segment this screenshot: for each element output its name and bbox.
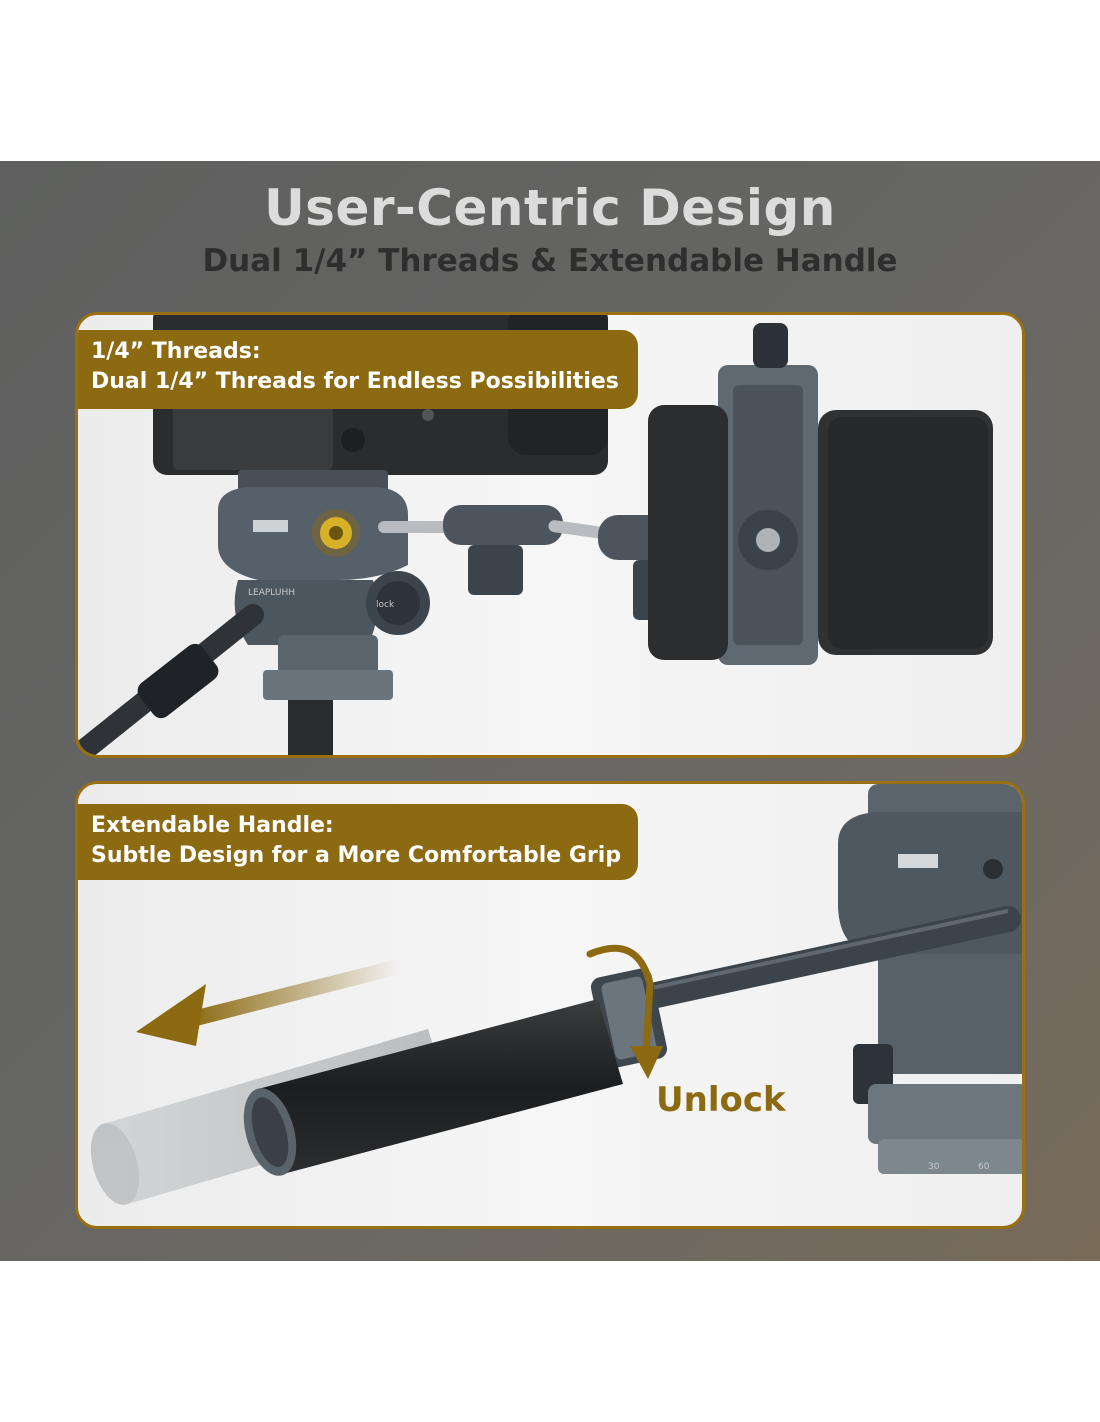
handle-illustration: 30 60	[90, 784, 1022, 1205]
unlock-label: Unlock	[656, 1080, 786, 1120]
phone-clamp	[648, 323, 993, 665]
handle-panel: 30 60	[75, 781, 1025, 1229]
product-banner: User-Centric Design Dual 1/4” Threads & …	[0, 161, 1100, 1261]
scale-mark-30: 30	[928, 1162, 940, 1172]
handle-label-description: Subtle Design for a More Comfortable Gri…	[91, 843, 622, 868]
pan-handle	[78, 604, 264, 755]
scale-mark-60: 60	[978, 1162, 990, 1172]
threads-label-description: Dual 1/4” Threads for Endless Possibilit…	[91, 369, 619, 394]
lock-knob-label: lock	[376, 600, 395, 610]
tripod-head-illustration: lock LEAPLUHH	[78, 315, 993, 755]
handle-label-box: Extendable Handle: Subtle Design for a M…	[78, 804, 638, 880]
thread-highlight-icon	[312, 509, 360, 557]
extend-arrow-icon	[136, 959, 400, 1046]
threads-label-box: 1/4” Threads: Dual 1/4” Threads for Endl…	[78, 330, 638, 409]
page-subtitle: Dual 1/4” Threads & Extendable Handle	[202, 243, 898, 279]
brand-mark: LEAPLUHH	[248, 588, 295, 598]
handle-grip	[243, 999, 623, 1176]
threads-label-heading: 1/4” Threads:	[91, 339, 261, 364]
tripod-head: lock LEAPLUHH	[218, 470, 430, 755]
rotate-arrow-icon	[586, 944, 663, 1079]
handle-shaft	[625, 906, 1021, 1012]
handle-label-heading: Extendable Handle:	[91, 813, 334, 838]
threads-panel: lock LEAPLUHH	[75, 312, 1025, 758]
tripod-head-closeup: 30 60	[838, 784, 1022, 1174]
page-title: User-Centric Design	[264, 179, 836, 237]
